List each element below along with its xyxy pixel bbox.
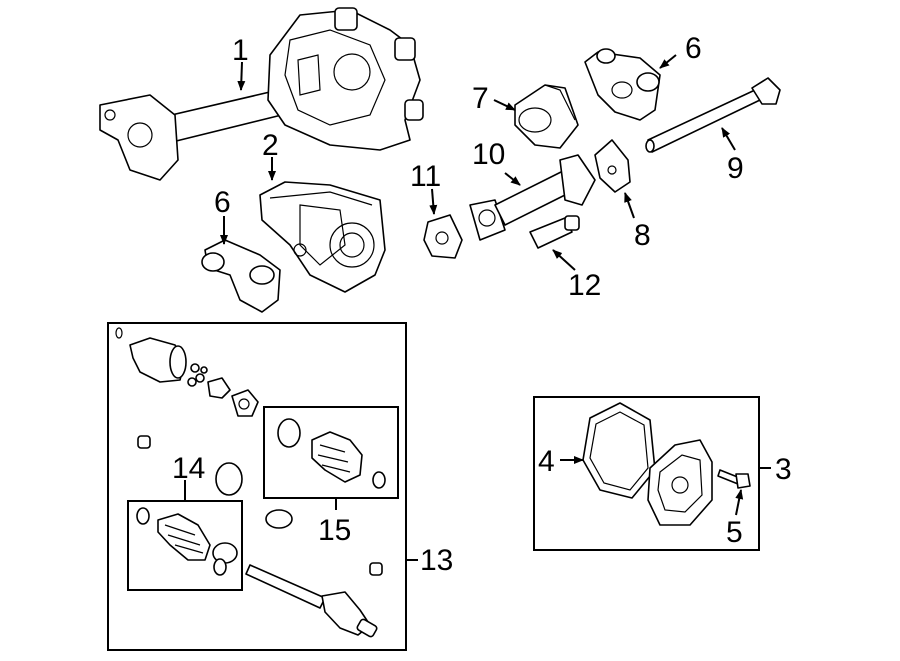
callout-8: 8 (634, 219, 651, 252)
callout-4: 4 (538, 445, 555, 478)
callout-6-right: 6 (685, 32, 702, 65)
axle-tube-part-10 (469, 154, 596, 241)
inner-boot-kit-components (277, 418, 386, 489)
callout-13: 13 (420, 544, 453, 577)
callout-5: 5 (726, 516, 743, 549)
callout-15: 15 (318, 514, 351, 547)
callout-11: 11 (410, 160, 441, 193)
bolt-part-5 (717, 469, 751, 489)
callout-7: 7 (472, 82, 489, 115)
callout-14: 14 (172, 452, 205, 485)
callout-12: 12 (568, 269, 601, 302)
cover-kit-box-3 (533, 396, 760, 551)
cover-plate-part-8 (594, 139, 631, 193)
callout-labels: 1 2 6 11 7 10 12 6 9 8 14 15 13 3 4 5 (172, 32, 792, 577)
mount-bracket-part-6-left (201, 239, 281, 313)
boot-kit-box-15 (263, 406, 399, 499)
callout-2: 2 (262, 129, 279, 162)
callout-1: 1 (232, 34, 249, 67)
cv-joint-components (115, 327, 383, 638)
bearing-housing-part-7 (514, 84, 579, 149)
sensor-part-12 (529, 215, 580, 249)
mount-bracket-part-6-right (584, 48, 661, 121)
axle-housing-part-1 (99, 7, 424, 181)
outer-boot-kit-components (136, 507, 238, 576)
axle-shaft-part-9 (645, 77, 781, 153)
leader-arrows (184, 54, 771, 561)
callout-6-left: 6 (214, 186, 231, 219)
cover-gasket-part-4 (582, 402, 656, 499)
callout-9: 9 (727, 152, 744, 185)
callout-3: 3 (775, 453, 792, 486)
differential-cover-part-3 (647, 439, 713, 526)
differential-housing-part-2 (259, 181, 386, 293)
cv-shaft-kit-box-13 (107, 322, 407, 651)
gasket-part-11 (423, 214, 463, 259)
callout-10: 10 (472, 138, 505, 171)
